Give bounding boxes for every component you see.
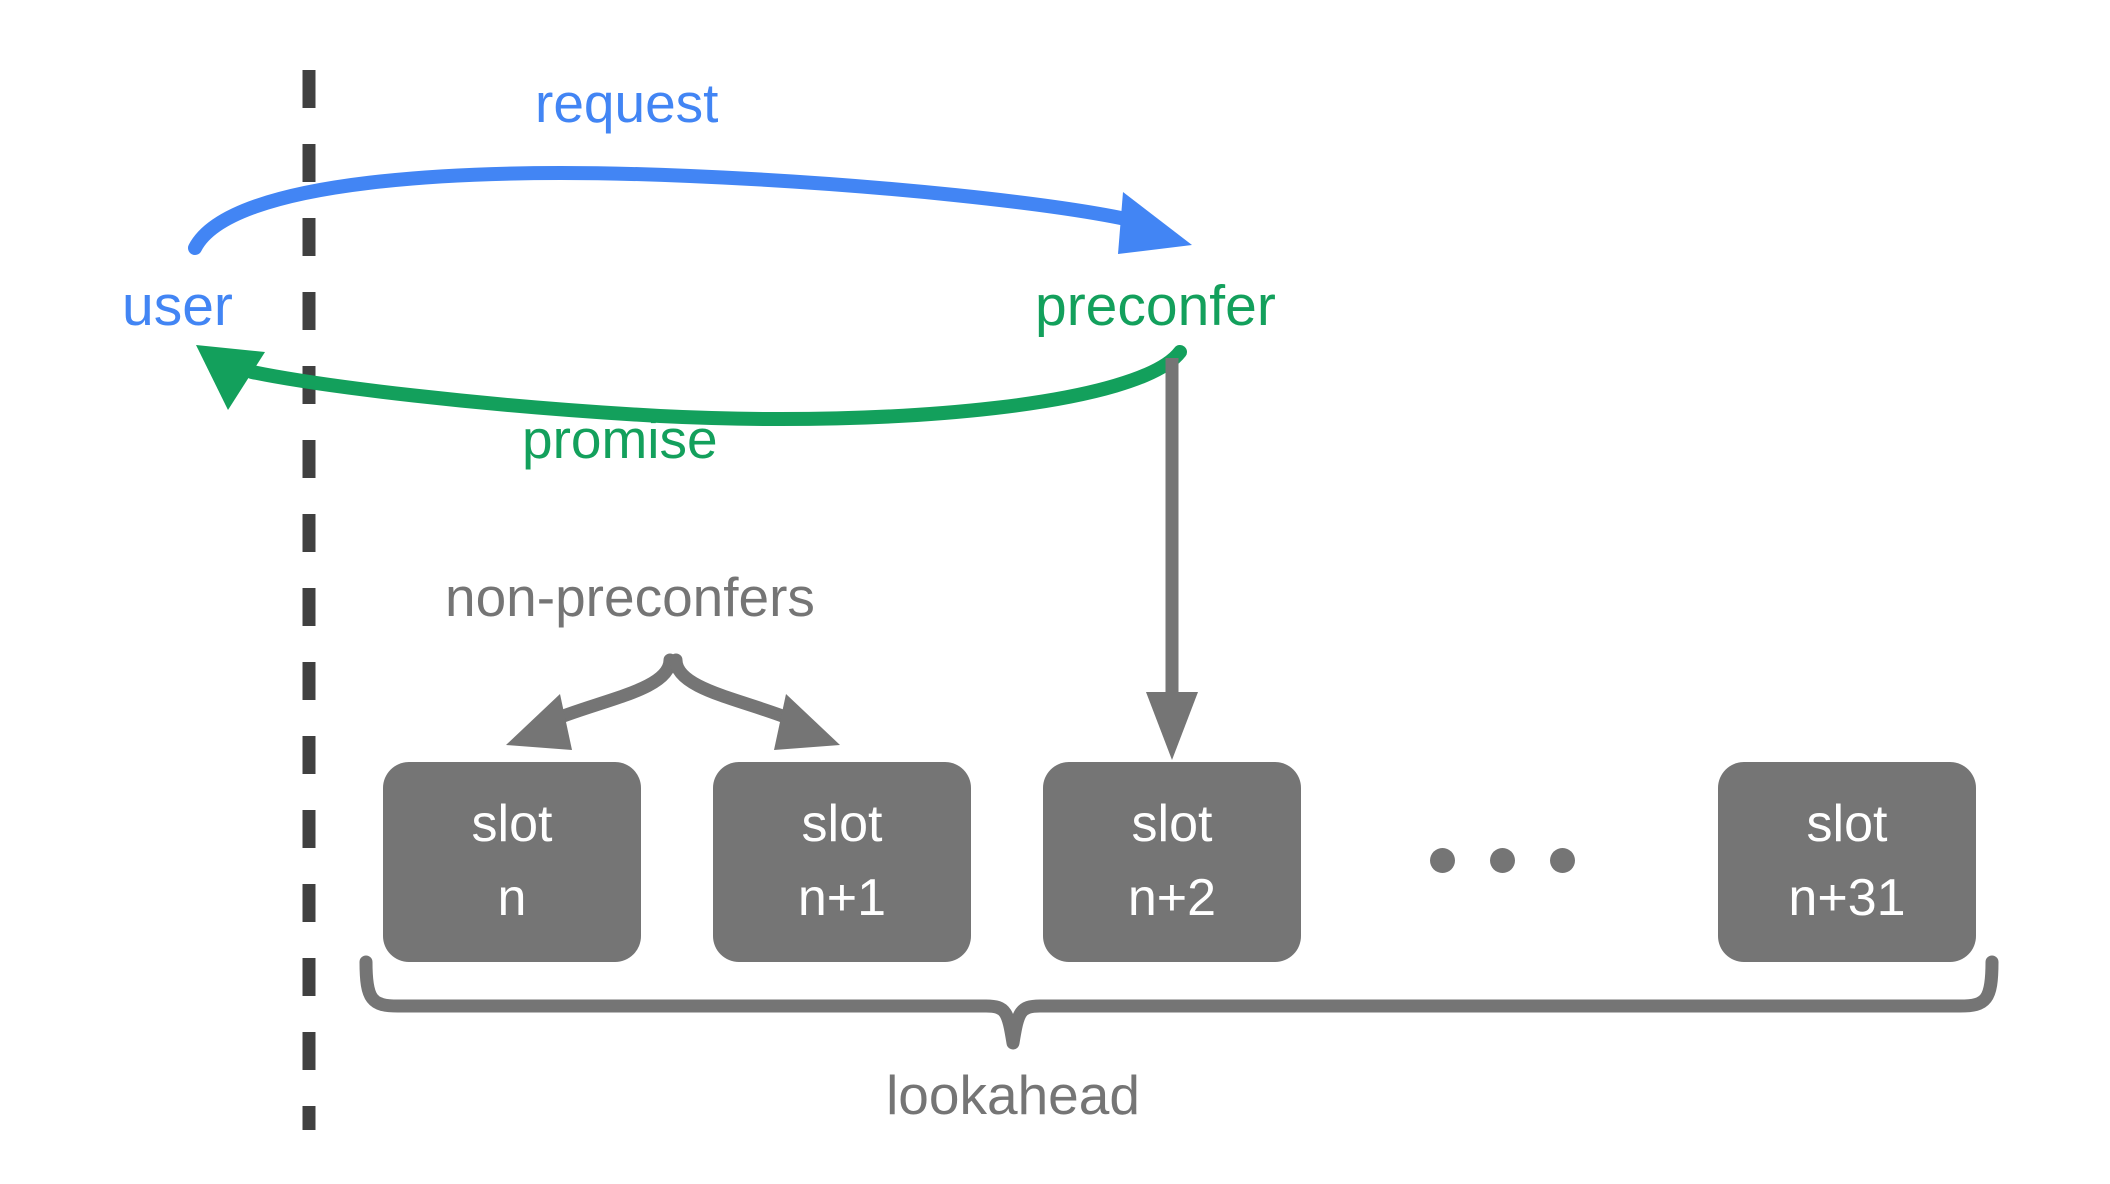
slot-label-line2: n [497, 869, 527, 927]
slot-label-line1: slot [1131, 795, 1213, 854]
slot-label-line1: slot [1806, 795, 1888, 854]
non-preconfers-branch-arrows [506, 653, 840, 750]
request-label: request [535, 72, 719, 134]
slot-box-n-plus-31: slot n+31 [1718, 762, 1976, 962]
promise-label: promise [522, 408, 718, 470]
slot-box-n-plus-2: slot n+2 [1043, 762, 1301, 962]
lookahead-label: lookahead [886, 1064, 1140, 1126]
slots-ellipsis-icon [1430, 848, 1575, 873]
non-preconfers-label: non-preconfers [445, 566, 815, 628]
request-arrow [188, 166, 1192, 255]
slot-box-n: slot n [383, 762, 641, 962]
user-label: user [122, 274, 233, 338]
preconfer-label: preconfer [1035, 274, 1276, 338]
ellipsis-dot [1550, 848, 1575, 873]
slot-label-line1: slot [471, 795, 553, 854]
slot-label-line2: n+1 [797, 869, 887, 927]
preconfer-to-slot-arrow [1146, 358, 1198, 760]
slot-box-n-plus-1: slot n+1 [713, 762, 971, 962]
ellipsis-dot [1430, 848, 1455, 873]
slot-label-line2: n+31 [1788, 869, 1906, 927]
ellipsis-dot [1490, 848, 1515, 873]
slot-label-line1: slot [801, 795, 883, 854]
promise-arrow [196, 345, 1187, 427]
slot-label-line2: n+2 [1127, 869, 1217, 927]
lookahead-brace [359, 955, 1999, 1050]
